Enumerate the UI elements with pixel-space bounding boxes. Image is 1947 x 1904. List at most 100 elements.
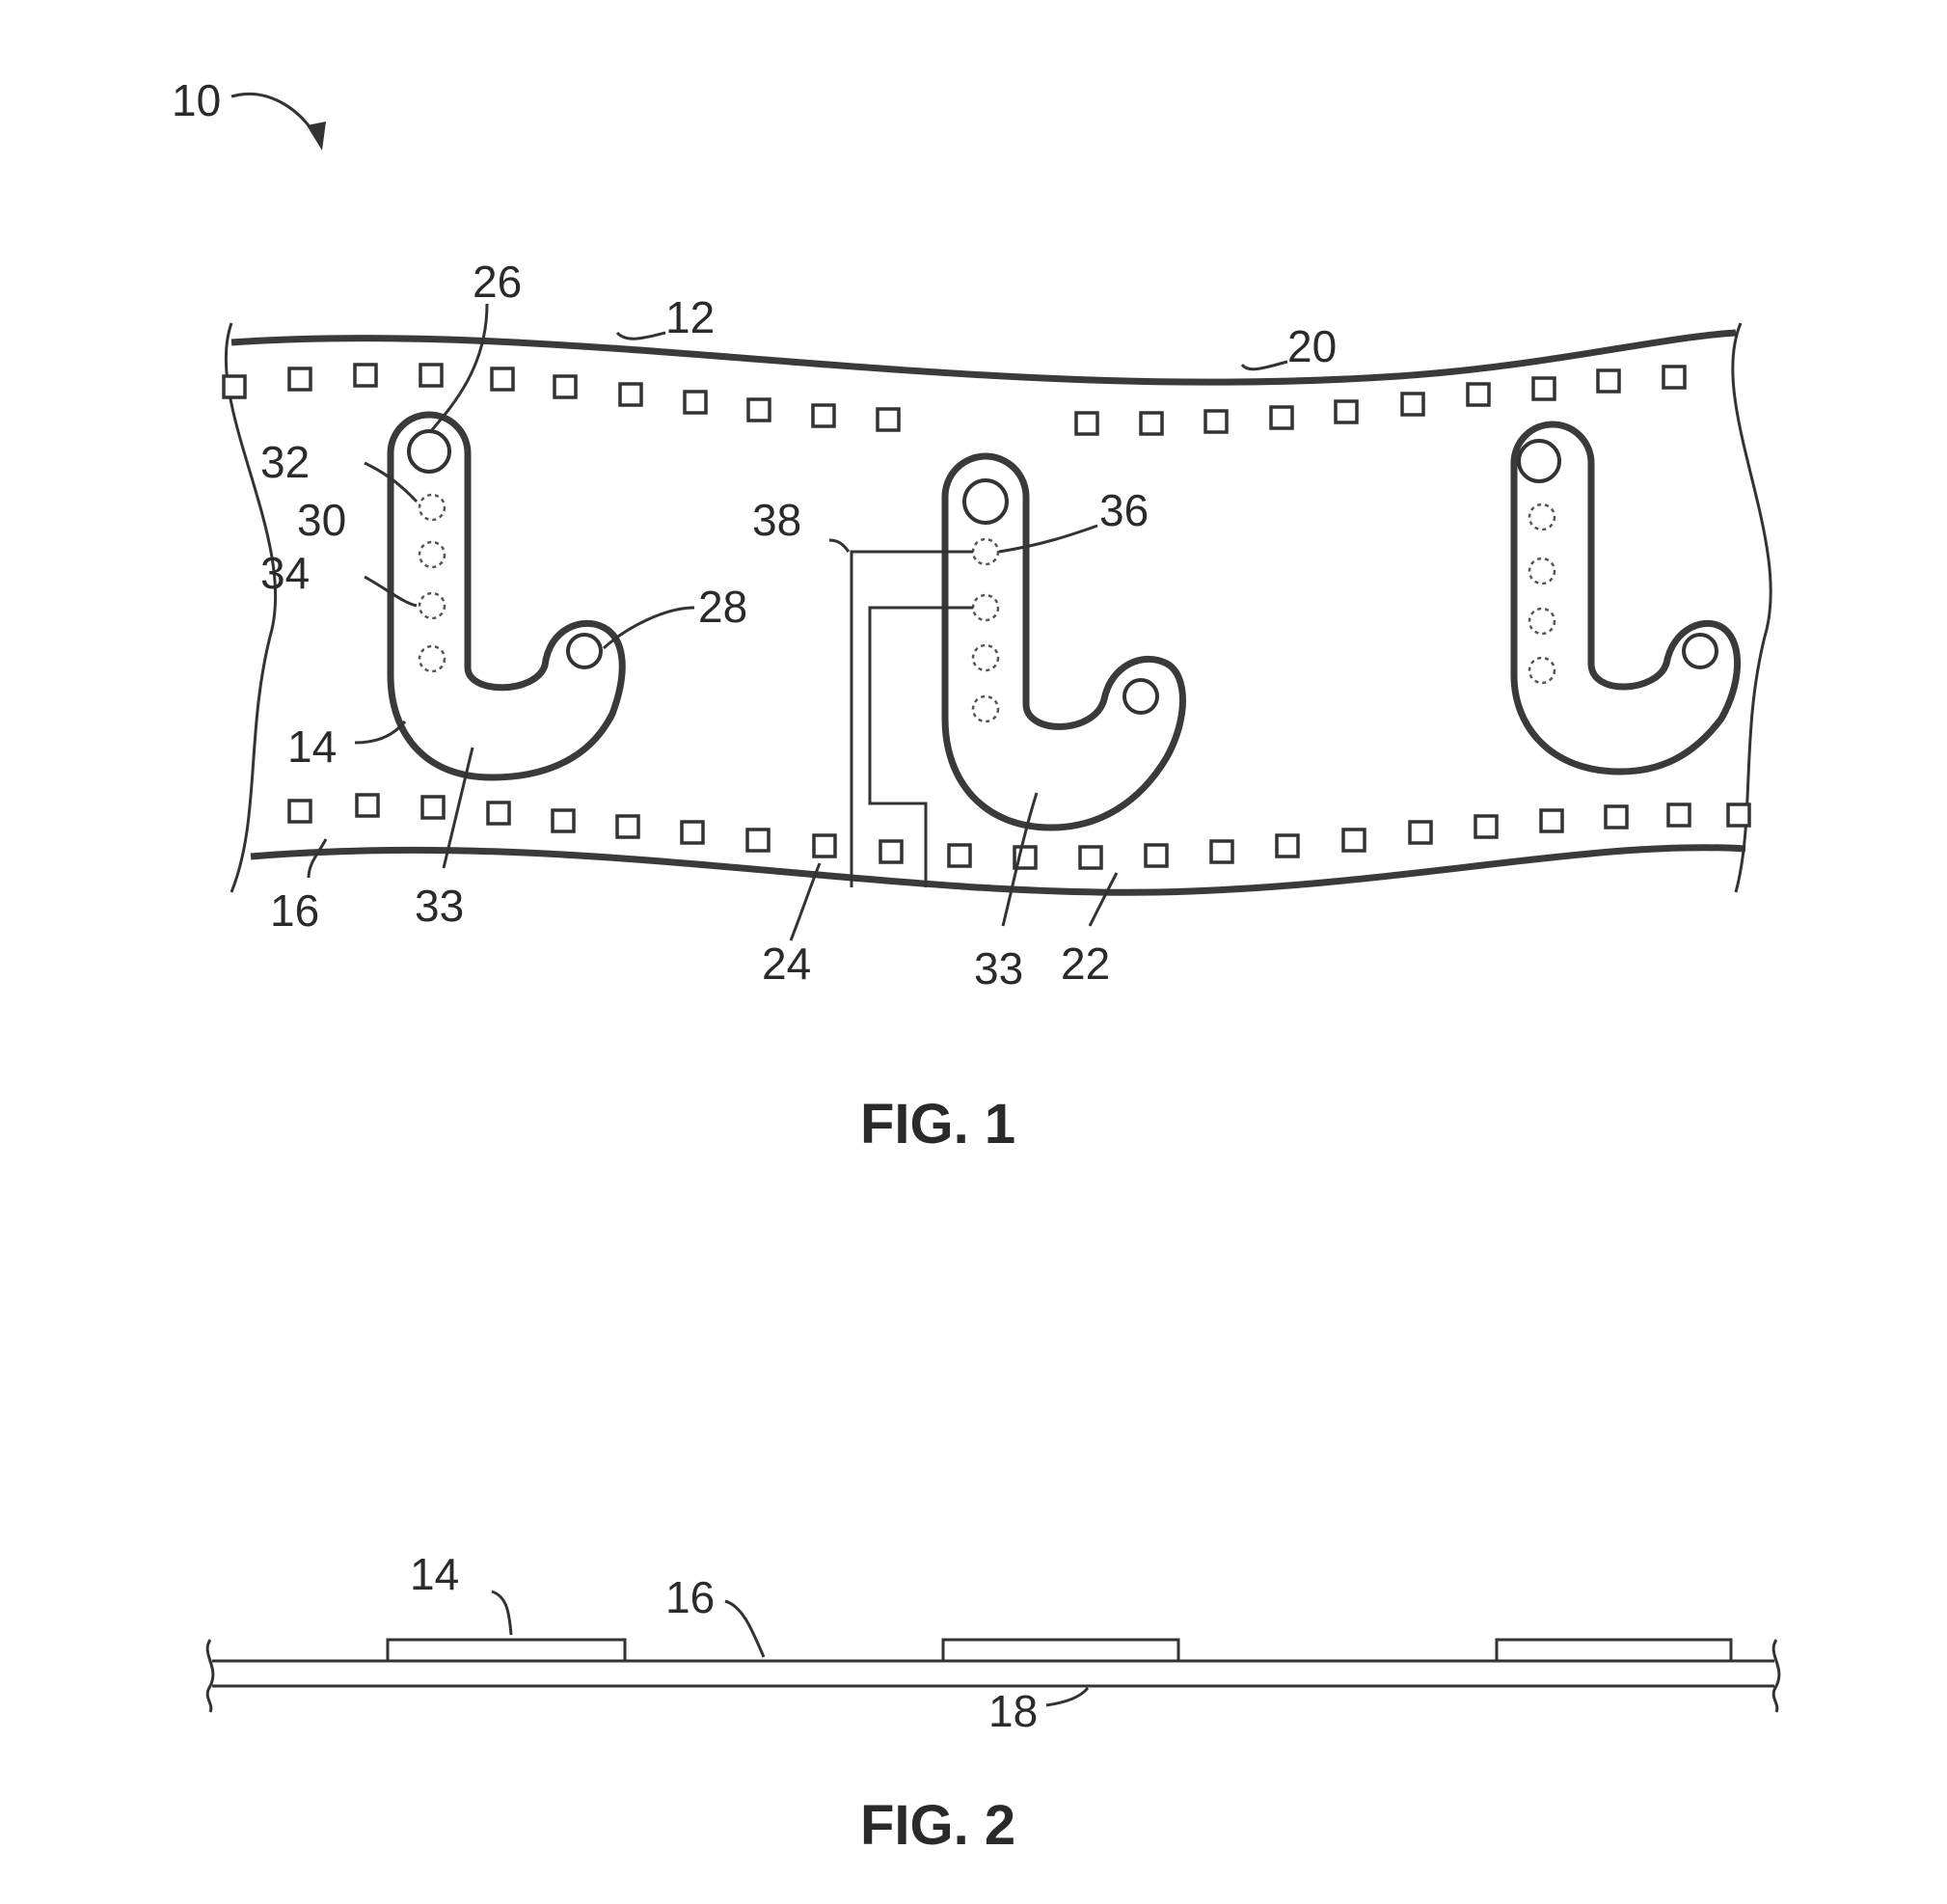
bottom-square-hole xyxy=(747,830,769,851)
ref-30: 30 xyxy=(297,495,346,545)
dotted-via xyxy=(973,696,998,721)
ref-22: 22 xyxy=(1061,938,1110,989)
dotted-via xyxy=(1529,658,1555,683)
ref-12: 12 xyxy=(665,292,715,342)
j-trace-left xyxy=(391,415,622,777)
top-square-hole xyxy=(355,365,376,386)
circuit-lines xyxy=(852,552,973,887)
dotted-via xyxy=(1529,558,1555,584)
top-square-hole xyxy=(289,368,311,390)
leader-fig2-14 xyxy=(492,1591,511,1635)
end-hole xyxy=(1519,441,1559,481)
leader-fig2-16 xyxy=(725,1601,764,1657)
top-square-hole xyxy=(1468,384,1489,405)
ref-fig2-18: 18 xyxy=(988,1686,1038,1736)
dotted-via xyxy=(973,539,998,564)
bottom-square-hole xyxy=(1475,816,1497,837)
raised-trace xyxy=(388,1640,625,1661)
bottom-square-hole xyxy=(1277,835,1298,857)
top-square-hole xyxy=(878,409,899,430)
bottom-square-hole xyxy=(553,810,574,831)
ref-fig2-14: 14 xyxy=(410,1549,459,1599)
ref-10-arrow xyxy=(231,94,318,140)
leader-38 xyxy=(829,540,849,552)
ref-14: 14 xyxy=(287,721,337,772)
top-square-hole xyxy=(1271,407,1292,428)
ref-fig2-16: 16 xyxy=(665,1572,715,1622)
bottom-square-hole xyxy=(1211,841,1232,862)
bottom-square-hole xyxy=(1343,830,1365,851)
strip-top-edge xyxy=(231,333,1736,382)
top-square-hole xyxy=(1533,378,1555,399)
ref-10-arrowhead xyxy=(307,122,326,150)
strip-bottom-edge xyxy=(251,848,1745,893)
bottom-square-hole xyxy=(488,802,509,824)
top-square-hole xyxy=(1141,413,1162,434)
ref-24: 24 xyxy=(762,938,811,989)
bottom-square-hole xyxy=(1080,847,1101,868)
bottom-square-hole xyxy=(357,795,378,816)
bottom-square-hole xyxy=(422,797,444,818)
bottom-square-hole xyxy=(880,841,902,862)
fig2-left-break xyxy=(207,1640,213,1712)
top-square-hole xyxy=(813,405,834,426)
j-trace-right xyxy=(1514,424,1738,772)
ref-33-mid: 33 xyxy=(974,943,1023,993)
top-square-hole xyxy=(748,399,770,421)
dotted-via xyxy=(419,593,445,618)
dotted-via xyxy=(973,645,998,670)
dotted-via xyxy=(419,542,445,567)
bottom-square-hole xyxy=(1668,804,1690,826)
top-square-hole xyxy=(620,384,641,405)
ref-38: 38 xyxy=(752,495,801,545)
figure-1: 10 xyxy=(172,75,1771,1156)
strip-left-break xyxy=(226,323,275,892)
bottom-square-hole xyxy=(617,816,638,837)
leader-22 xyxy=(1090,873,1117,926)
bottom-square-hole xyxy=(1541,810,1562,831)
ref-33-left: 33 xyxy=(415,881,464,931)
leader-12 xyxy=(617,333,665,339)
bottom-square-hole xyxy=(1410,822,1431,843)
leader-16 xyxy=(309,839,326,878)
top-square-hole xyxy=(1402,394,1423,415)
bottom-square-hole xyxy=(289,801,311,822)
top-square-hole xyxy=(1663,367,1685,388)
end-hole xyxy=(964,480,1007,523)
top-square-hole xyxy=(492,368,513,390)
top-square-hole xyxy=(1205,411,1227,432)
ref-10: 10 xyxy=(172,75,221,125)
figure-1-caption: FIG. 1 xyxy=(860,1093,1015,1156)
top-square-hole xyxy=(1598,370,1619,392)
raised-trace xyxy=(1497,1640,1731,1661)
top-square-hole xyxy=(554,376,576,397)
leader-fig2-18 xyxy=(1046,1688,1088,1705)
raised-trace xyxy=(943,1640,1178,1661)
top-square-hole xyxy=(1076,413,1097,434)
dotted-via xyxy=(419,495,445,520)
hook-hole xyxy=(1124,680,1157,713)
dotted-via xyxy=(1529,504,1555,530)
bottom-square-hole xyxy=(1146,845,1167,866)
ref-36: 36 xyxy=(1099,485,1149,535)
ref-16: 16 xyxy=(270,885,319,936)
top-square-hole xyxy=(685,392,706,413)
end-hole xyxy=(409,431,449,472)
bottom-square-hole xyxy=(1606,806,1627,828)
ref-26: 26 xyxy=(473,257,522,307)
top-square-hole xyxy=(224,376,245,397)
leader-lines xyxy=(309,304,1287,940)
ref-34: 34 xyxy=(260,548,310,598)
dotted-via xyxy=(419,646,445,671)
bottom-square-hole xyxy=(814,835,835,857)
bottom-square-hole xyxy=(1728,804,1749,826)
ref-20: 20 xyxy=(1287,321,1337,371)
fig2-right-break xyxy=(1773,1640,1779,1712)
dotted-via xyxy=(973,595,998,620)
leader-36 xyxy=(999,526,1097,552)
hook-hole xyxy=(568,635,601,667)
leader-20 xyxy=(1242,362,1287,369)
ref-32: 32 xyxy=(260,437,310,487)
hook-hole xyxy=(1684,635,1717,667)
